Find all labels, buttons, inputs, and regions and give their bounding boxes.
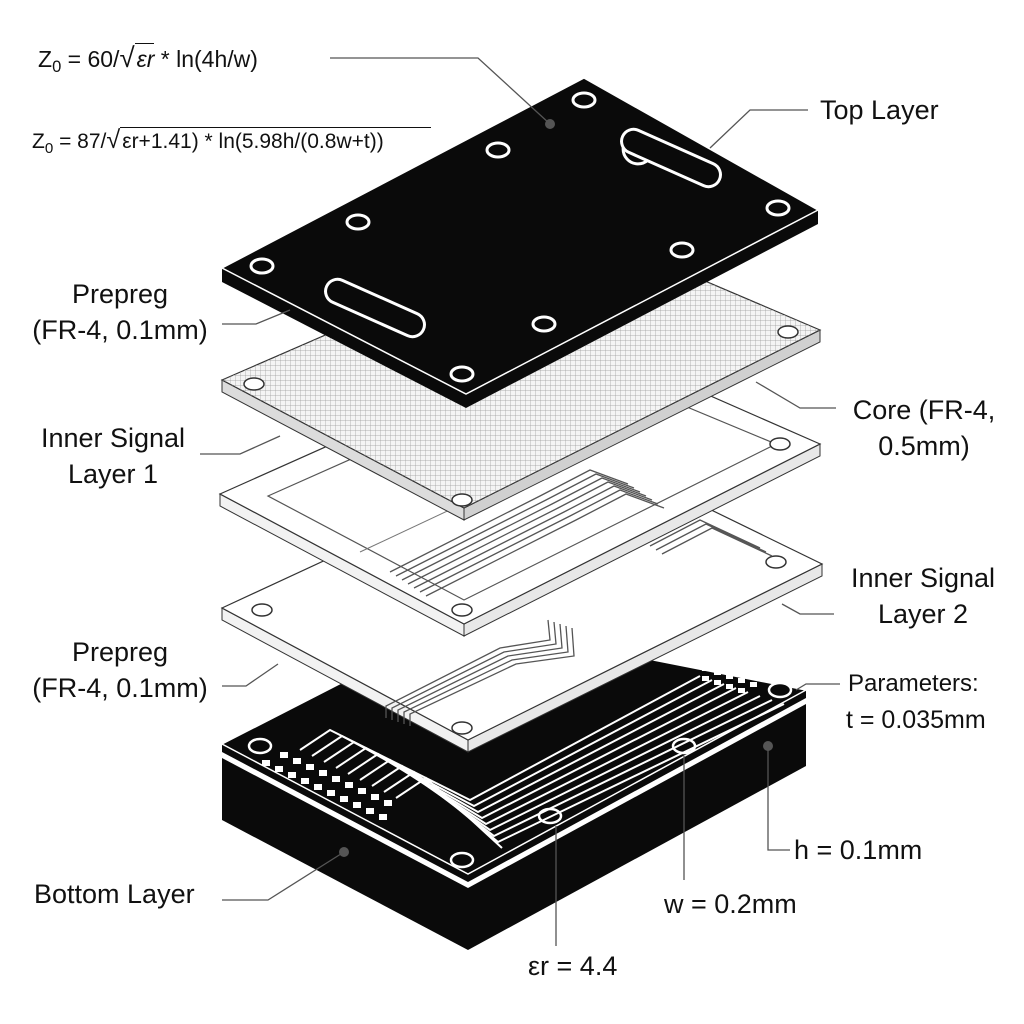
leader-prepreg-bottom <box>222 663 279 687</box>
label-prepreg-top-line-2: (FR-4, 0.1mm) <box>32 315 208 345</box>
leader-core <box>755 381 836 409</box>
leader-top-layer <box>709 109 808 149</box>
label-inner-signal-2-line-1: Inner Signal <box>850 563 996 593</box>
formula-1-suffix: * ln(4h/w) <box>154 46 258 72</box>
formula-1-radical: √εr <box>119 42 155 73</box>
leader-prepreg-top <box>222 309 291 325</box>
top-layer-board <box>220 77 820 408</box>
formula-2-radical: √εr+1.41) <box>106 126 431 155</box>
formula-1-mid: = 60/ <box>61 46 120 72</box>
label-param-w: w = 0.2mm <box>664 889 797 919</box>
label-param-h: h = 0.1mm <box>794 835 923 865</box>
formula-2-suffix: * ln(5.98h/(0.8w+t)) <box>198 130 384 153</box>
label-prepreg-bottom-line-2: (FR-4, 0.1mm) <box>32 673 208 703</box>
label-inner-signal-1-line-1: Inner Signal <box>40 423 186 453</box>
label-prepreg-top: Prepreg (FR-4, 0.1mm) <box>22 276 218 348</box>
label-param-er: εr = 4.4 <box>528 951 618 981</box>
formula-2-subscript: 0 <box>44 139 54 157</box>
formula-1-radicand: εr <box>134 43 155 72</box>
label-prepreg-bottom: Prepreg (FR-4, 0.1mm) <box>22 634 218 706</box>
label-core-line-2: 0.5mm) <box>878 431 970 461</box>
formula-1-subscript: 0 <box>52 57 62 77</box>
label-core: Core (FR-4, 0.5mm) <box>838 392 1010 464</box>
bottom-layer-traces <box>299 675 785 849</box>
label-prepreg-top-line-1: Prepreg <box>71 279 169 309</box>
label-inner-signal-1: Inner Signal Layer 1 <box>30 420 196 492</box>
formula-2-mid: = 87/ <box>53 130 107 153</box>
bottom-layer-pads-left <box>262 752 392 820</box>
bottom-layer-pads-right <box>690 652 769 693</box>
label-inner-signal-2: Inner Signal Layer 2 <box>838 560 1008 632</box>
leader-inner-2 <box>781 603 834 615</box>
label-param-t: t = 0.035mm <box>846 706 986 734</box>
top-layer-slots <box>324 127 722 339</box>
label-inner-signal-1-line-2: Layer 1 <box>67 459 159 489</box>
stripline-impedance-formula: Z0 = 87/√εr+1.41) * ln(5.98h/(0.8w+t)) <box>32 126 616 157</box>
formula-1-prefix: Z <box>38 46 53 72</box>
formula-2-radicand: εr+1.41) <box>120 127 431 153</box>
label-bottom-layer: Bottom Layer <box>34 879 195 909</box>
leader-inner-1 <box>200 435 281 455</box>
leader-formula-1 <box>330 57 551 125</box>
label-top-layer: Top Layer <box>820 95 939 125</box>
top-layer-holes <box>249 91 791 383</box>
label-parameters-title: Parameters: <box>848 670 979 697</box>
label-inner-signal-2-line-2: Layer 2 <box>877 599 969 629</box>
leader-bottom-layer <box>222 851 345 901</box>
leader-lines <box>200 57 840 946</box>
formula-2-prefix: Z <box>32 130 45 153</box>
microstrip-impedance-formula: Z0 = 60/√εr * ln(4h/w) <box>38 42 258 77</box>
label-prepreg-bottom-line-1: Prepreg <box>71 637 169 667</box>
label-core-line-1: Core (FR-4, <box>852 395 996 425</box>
leader-h <box>767 748 790 851</box>
leader-parameters <box>795 683 840 691</box>
